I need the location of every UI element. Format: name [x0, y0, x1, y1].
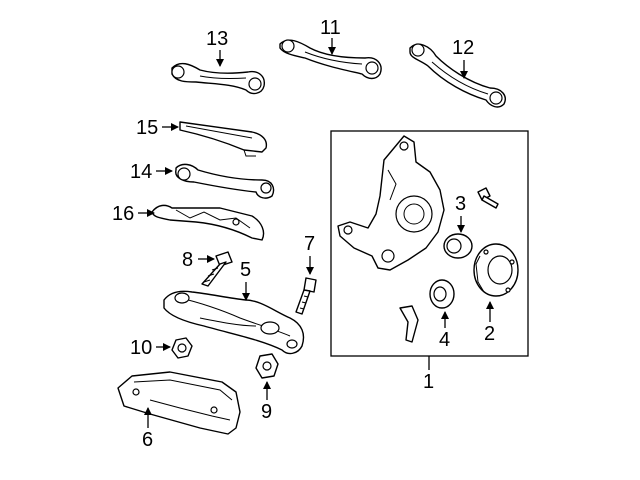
- part-3-bolt: [477, 187, 499, 209]
- callout-13-label: 13: [206, 28, 228, 50]
- callout-12-label: 12: [452, 37, 474, 59]
- callout-2-label: 2: [484, 323, 495, 345]
- callout-4: 4: [439, 311, 450, 351]
- part-4-bushing: [429, 279, 455, 309]
- part-16-cover: [151, 204, 265, 241]
- part-10-nut: [171, 337, 193, 359]
- part-7-bolt: [295, 277, 317, 315]
- callout-6: 6: [142, 407, 153, 451]
- callout-8: 8: [182, 249, 215, 271]
- callout-3-label: 3: [455, 193, 466, 215]
- callout-5: 5: [240, 259, 251, 301]
- callout-13: 13: [206, 28, 228, 67]
- callout-9: 9: [261, 381, 272, 423]
- callout-9-label: 9: [261, 401, 272, 423]
- part-8-bolt: [201, 251, 233, 287]
- callout-8-label: 8: [182, 249, 193, 271]
- part-11-control-arm: [279, 39, 382, 80]
- callout-16: 16: [112, 203, 155, 225]
- callout-11: 11: [320, 17, 341, 55]
- part-15-shield: [179, 121, 268, 157]
- callout-4-label: 4: [439, 329, 450, 351]
- part-13-control-arm: [171, 62, 265, 95]
- part-5-lower-arm: [163, 290, 305, 355]
- callout-2: 2: [484, 301, 495, 345]
- callout-7: 7: [304, 233, 315, 275]
- callout-10: 10: [130, 337, 171, 359]
- callout-12: 12: [452, 37, 474, 79]
- part-clip: [399, 305, 419, 343]
- part-9-nut: [255, 353, 279, 379]
- callout-15-label: 15: [136, 117, 158, 139]
- callout-1-label: 1: [423, 371, 434, 393]
- part-3-bushing: [443, 233, 473, 259]
- callout-10-label: 10: [130, 337, 152, 359]
- callout-1: 1: [423, 356, 434, 393]
- callout-6-label: 6: [142, 429, 153, 451]
- callout-14: 14: [130, 161, 173, 183]
- callout-7-label: 7: [304, 233, 315, 255]
- callout-14-label: 14: [130, 161, 152, 183]
- callout-16-label: 16: [112, 203, 134, 225]
- callout-3: 3: [455, 193, 466, 233]
- part-14-lateral-arm: [175, 163, 275, 199]
- callout-5-label: 5: [240, 259, 251, 281]
- knuckle-assembly-box: 3 2 4: [330, 130, 529, 357]
- part-2-hub-bearing: [473, 243, 519, 297]
- callout-15: 15: [136, 117, 179, 139]
- callout-11-label: 11: [320, 17, 341, 39]
- part-1-knuckle: [337, 135, 445, 271]
- part-12-control-arm: [409, 43, 506, 108]
- part-6-under-cover: [117, 371, 241, 435]
